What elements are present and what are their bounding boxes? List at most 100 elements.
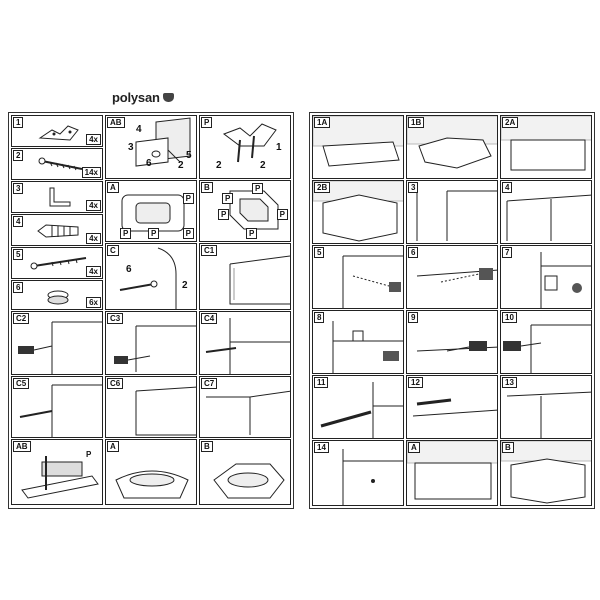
panel-close-illustration bbox=[342, 449, 403, 505]
step-label: A bbox=[408, 442, 420, 453]
mount-point-marker: P bbox=[148, 228, 160, 239]
mount-point-marker: P bbox=[218, 209, 230, 220]
bottom-ab-panel: AB P bbox=[11, 439, 103, 505]
part-5-panel: 5 4x bbox=[11, 247, 103, 279]
tub-with-panel-illustration bbox=[501, 116, 591, 171]
callout-number: 6 bbox=[146, 158, 152, 169]
step-7-panel: 7 bbox=[500, 245, 592, 309]
step-8-panel: 8 bbox=[312, 310, 404, 374]
step-label: 7 bbox=[502, 247, 513, 258]
part-number: 4 bbox=[13, 216, 24, 227]
step-6-panel: 6 bbox=[406, 245, 498, 309]
step-label: 1A bbox=[314, 117, 331, 128]
step-label: C5 bbox=[13, 378, 30, 389]
step-13-panel: 13 bbox=[500, 375, 592, 439]
step-2a-panel: 2A bbox=[500, 115, 592, 179]
step-11-panel: 11 bbox=[312, 375, 404, 439]
step-3-panel: 3 bbox=[406, 180, 498, 244]
step-2b-panel: 2B bbox=[312, 180, 404, 244]
screw-icon bbox=[38, 157, 83, 171]
tub-edge-illustration bbox=[229, 255, 290, 305]
part-quantity: 4x bbox=[86, 233, 101, 244]
step-c7-panel: C7 bbox=[199, 376, 291, 438]
part-3-panel: 3 4x bbox=[11, 181, 103, 213]
bracket-fixing-illustration bbox=[540, 252, 591, 308]
mount-point-marker: P bbox=[182, 193, 194, 204]
step-label: 8 bbox=[314, 312, 325, 323]
part-number: 3 bbox=[13, 183, 24, 194]
step-label: 1B bbox=[408, 117, 425, 128]
part-number: 2 bbox=[13, 150, 24, 161]
corner-tub-underside-illustration bbox=[213, 463, 285, 499]
step-c-panel: C 6 2 bbox=[105, 243, 197, 310]
callout-number: 2 bbox=[260, 160, 266, 171]
step-12-panel: 12 bbox=[406, 375, 498, 439]
mount-point-marker: P bbox=[276, 209, 288, 220]
screwdriver-illustration bbox=[205, 318, 290, 374]
step-label: C6 bbox=[107, 378, 124, 389]
bottom-a-panel: A bbox=[105, 439, 197, 505]
tub-underside-illustration bbox=[115, 470, 189, 499]
panel-label: B bbox=[201, 441, 213, 452]
step-c4-panel: C4 bbox=[199, 311, 291, 375]
step-14-panel: 14 bbox=[312, 440, 404, 506]
screwdriver-illustration bbox=[320, 382, 403, 438]
bracket-screws-illustration bbox=[222, 123, 277, 163]
screwdriver-illustration bbox=[412, 398, 497, 417]
part-number: 5 bbox=[13, 249, 24, 260]
step-label: 4 bbox=[502, 182, 513, 193]
callout-number: 5 bbox=[186, 150, 192, 161]
part-quantity: 14x bbox=[81, 167, 101, 178]
bathtub-icon bbox=[162, 93, 174, 102]
mount-point-marker: P bbox=[120, 228, 132, 239]
left-instruction-page: 1 4x 2 14x 3 4x 4 bbox=[8, 112, 294, 509]
drill-illustration bbox=[18, 321, 102, 374]
step-1a-panel: 1A bbox=[312, 115, 404, 179]
step-label: 2B bbox=[314, 182, 331, 193]
drill-illustration bbox=[503, 324, 591, 373]
tub-tiled-illustration bbox=[313, 116, 403, 167]
brand-logo: polysan bbox=[112, 90, 174, 105]
panel-label: A bbox=[107, 441, 119, 452]
part-quantity: 4x bbox=[86, 200, 101, 211]
panel-label: AB bbox=[13, 441, 31, 452]
step-c3-panel: C3 bbox=[105, 311, 197, 375]
tub-a-layout: A P P P P bbox=[105, 180, 197, 242]
spring-fixing-illustration bbox=[342, 255, 403, 308]
step-9-panel: 9 bbox=[406, 310, 498, 374]
part-quantity: 6x bbox=[86, 297, 101, 308]
step-label: 12 bbox=[408, 377, 423, 388]
step-label: C4 bbox=[201, 313, 218, 324]
panel-install-illustration bbox=[206, 390, 290, 435]
step-label: 11 bbox=[314, 377, 329, 388]
part-quantity: 4x bbox=[86, 266, 101, 277]
step-c6-panel: C6 bbox=[105, 376, 197, 438]
panel-label: AB bbox=[107, 117, 125, 128]
wall-plug-icon bbox=[37, 224, 79, 238]
part-4-panel: 4 4x bbox=[11, 214, 103, 246]
step-5-panel: 5 bbox=[312, 245, 404, 309]
step-label: 9 bbox=[408, 312, 419, 323]
callout-number: 2 bbox=[216, 160, 222, 171]
spring-fixing-illustration bbox=[416, 268, 497, 283]
part-1-panel: 1 4x bbox=[11, 115, 103, 147]
drill-illustration bbox=[416, 341, 497, 352]
assembly-ab-detail: AB 4 3 6 2 5 bbox=[105, 115, 197, 179]
panel-install-illustration bbox=[135, 386, 196, 436]
bottom-b-panel: B bbox=[199, 439, 291, 505]
callout-number: 1 bbox=[276, 142, 282, 153]
part-quantity: 4x bbox=[86, 134, 101, 145]
drill-illustration bbox=[114, 325, 196, 372]
callout-number: 6 bbox=[126, 264, 132, 275]
rectangular-tub-top-view bbox=[121, 194, 185, 232]
step-label: C3 bbox=[107, 313, 124, 324]
panel-label: A bbox=[107, 182, 119, 193]
part-2-panel: 2 14x bbox=[11, 148, 103, 180]
part-number: 6 bbox=[13, 282, 24, 293]
panel-close-illustration bbox=[506, 391, 591, 438]
long-screw-icon bbox=[30, 257, 87, 270]
callout-number: 2 bbox=[182, 280, 188, 291]
foot-mount-illustration bbox=[21, 456, 99, 499]
assembly-p-detail: P 1 2 2 bbox=[199, 115, 291, 179]
step-label: C7 bbox=[201, 378, 218, 389]
